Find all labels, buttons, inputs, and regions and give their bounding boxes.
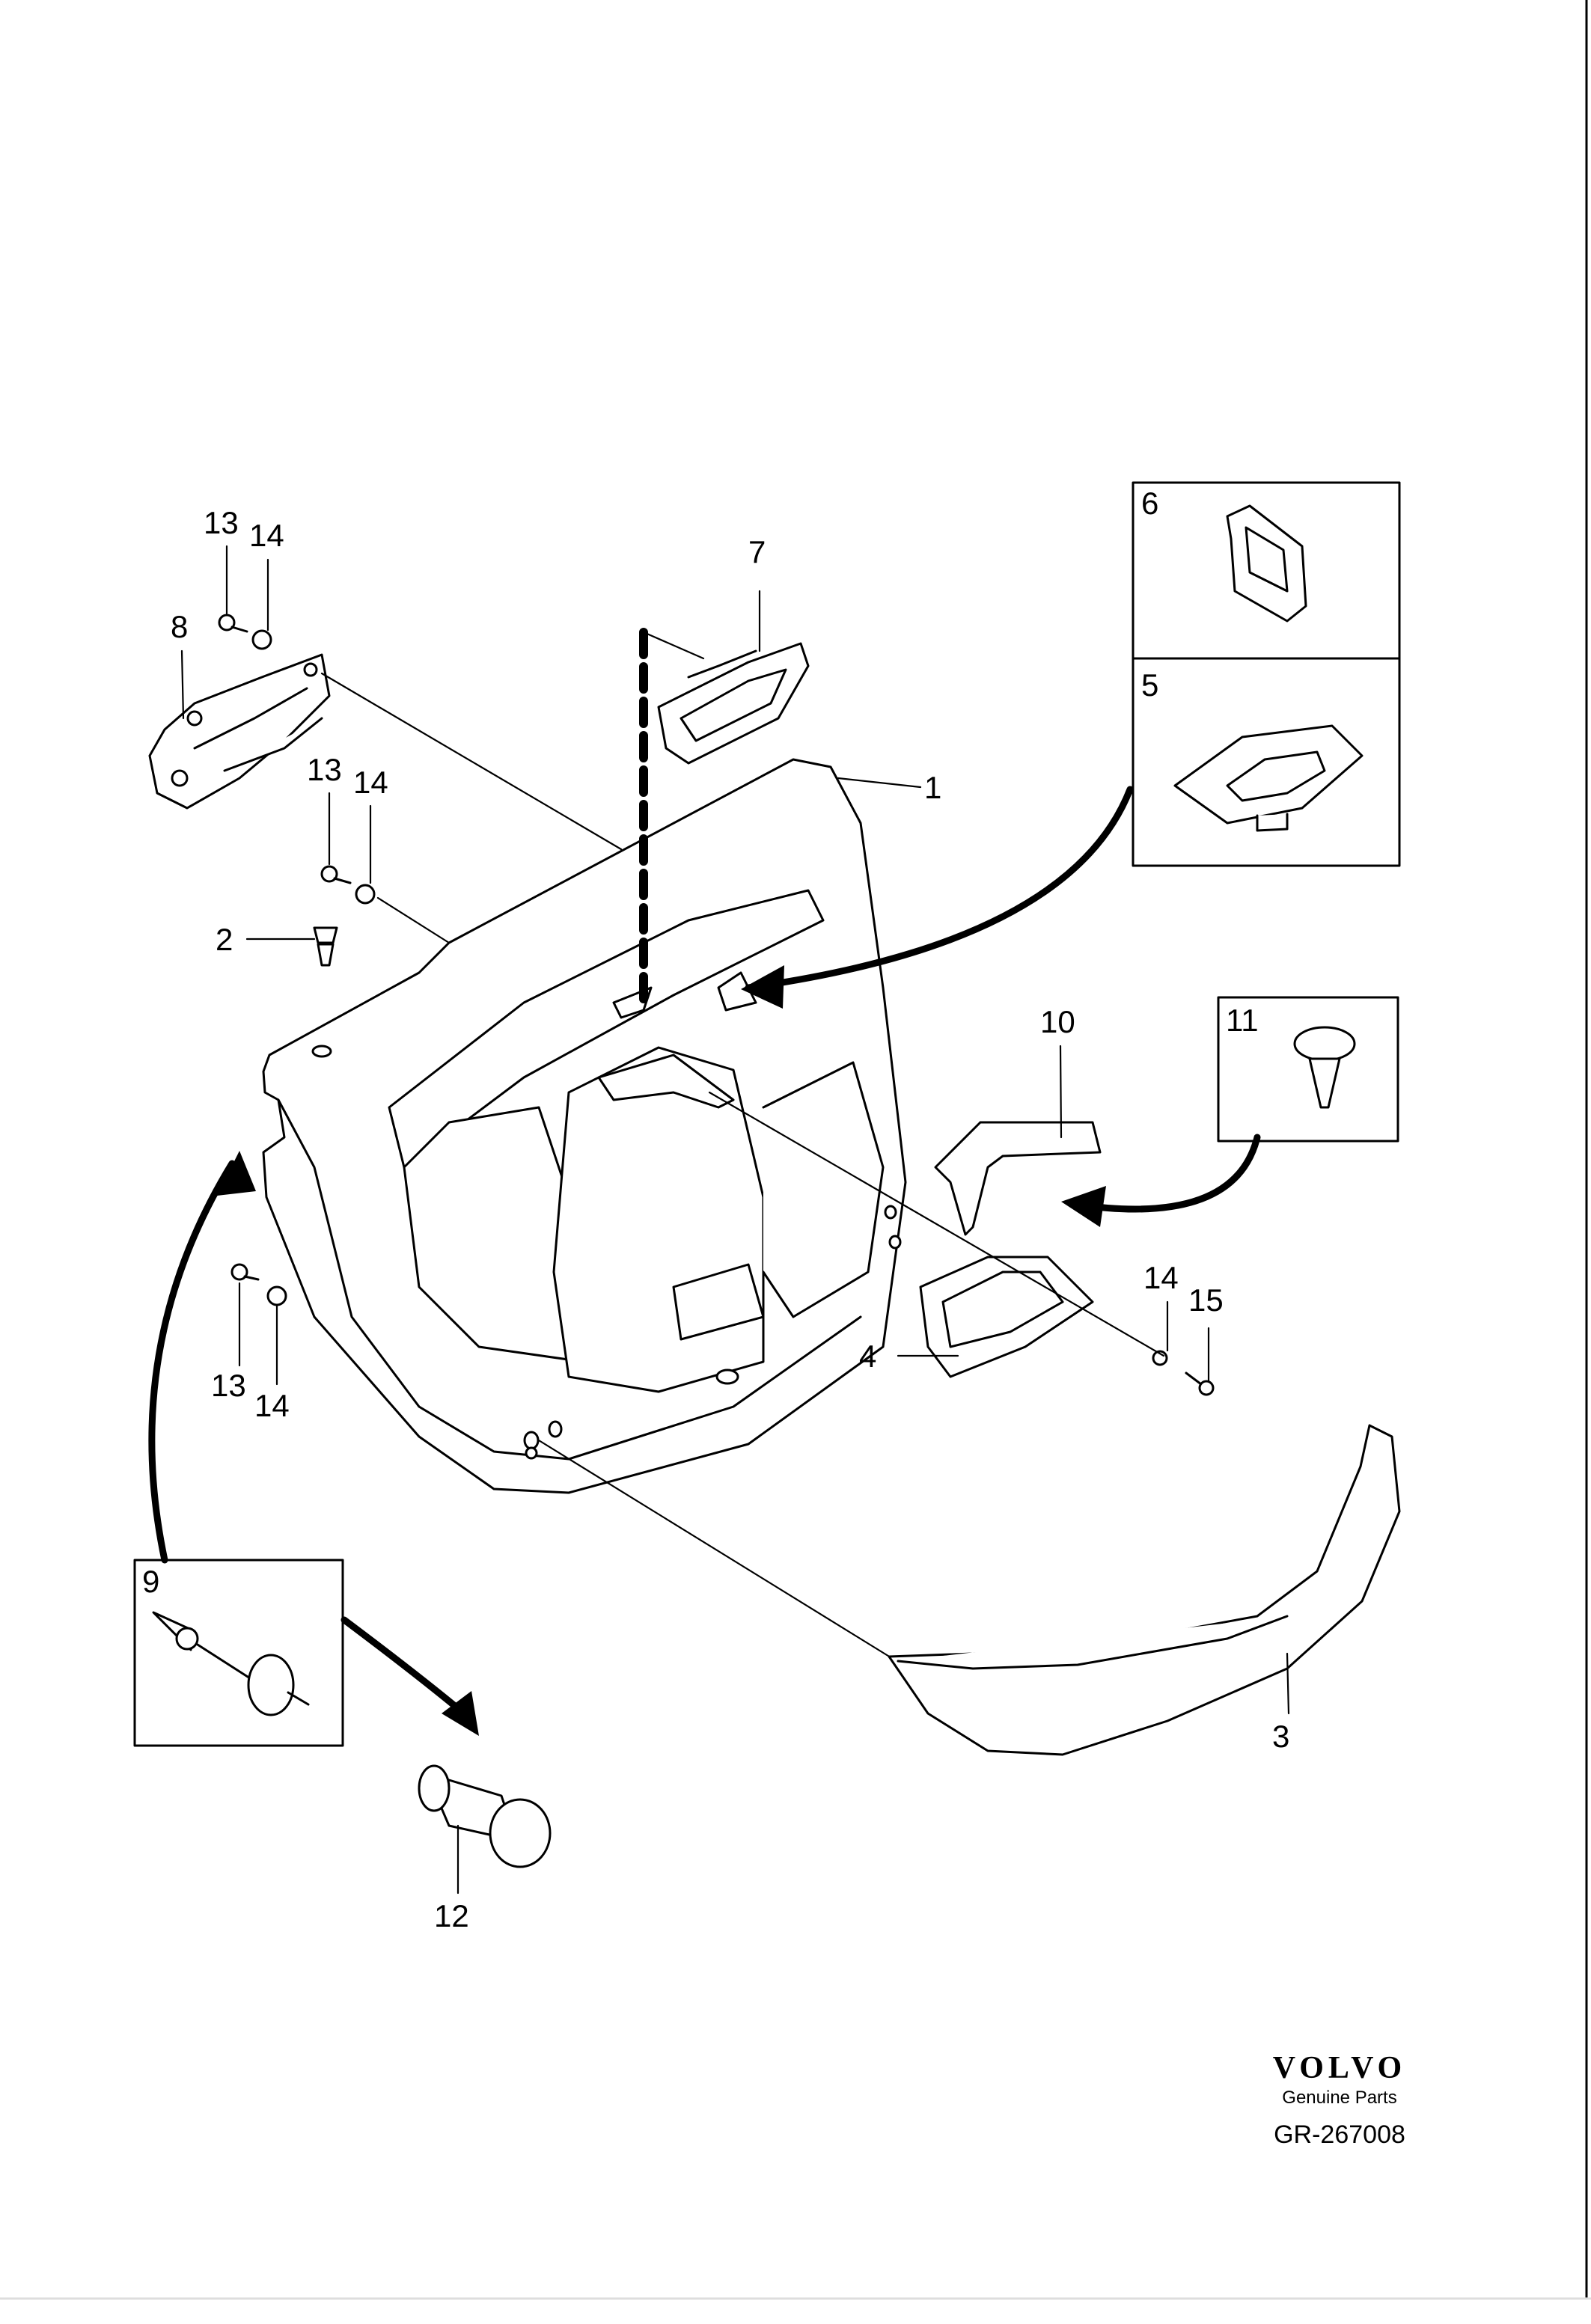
curved-arrows	[148, 786, 1261, 1717]
door-panel-part-1	[262, 758, 907, 1494]
label-8: 8	[171, 609, 188, 644]
screw-part-13-top	[218, 614, 248, 633]
label-13-mid: 13	[307, 752, 342, 787]
label-6: 6	[1141, 486, 1158, 521]
pull-handle-part-10	[934, 1121, 1102, 1236]
label-3: 3	[1272, 1719, 1289, 1754]
label-14-top: 14	[249, 518, 284, 553]
label-5: 5	[1141, 667, 1158, 703]
trim-strip-part-3	[888, 1424, 1401, 1756]
label-13-low: 13	[211, 1368, 246, 1403]
label-11: 11	[1226, 1003, 1259, 1038]
clip-part-11	[1293, 1026, 1356, 1109]
screw-part-13-mid	[320, 865, 352, 884]
clip-part-6	[1226, 504, 1307, 623]
clip-part-9	[152, 1611, 310, 1716]
brand-logo: VOLVO	[1272, 2051, 1407, 2085]
label-14-low: 14	[254, 1388, 290, 1423]
inner-handle-part-8	[148, 653, 331, 810]
washer-part-14-mid	[355, 884, 376, 905]
label-9: 9	[142, 1564, 159, 1599]
clip-part-2	[313, 926, 338, 967]
washer-part-14-top	[251, 629, 272, 650]
label-12: 12	[434, 1898, 469, 1933]
washer-part-14-low	[266, 1285, 287, 1306]
label-4: 4	[859, 1339, 876, 1374]
dashed-guide-top	[642, 631, 705, 660]
callout-labels: 1 2 3 4 5 6 7 8 9 10 11 12 13 14 13 14 1…	[142, 486, 1289, 1933]
label-2: 2	[216, 922, 233, 957]
inset-box-part-11	[1217, 996, 1399, 1143]
inset-box-part-5	[1132, 657, 1401, 867]
label-1: 1	[924, 770, 941, 805]
leader-lines	[180, 545, 1290, 1895]
inset-box-part-9	[133, 1559, 344, 1747]
footer: VOLVO Genuine Parts GR-267008	[1227, 2050, 1452, 2150]
label-15: 15	[1188, 1282, 1224, 1318]
arrow-heads	[217, 965, 1106, 1736]
bezel-part-5	[1173, 724, 1364, 832]
label-14-mid: 14	[353, 765, 388, 800]
brand-subtitle: Genuine Parts	[1282, 2088, 1397, 2108]
plug-part-12	[418, 1764, 552, 1868]
diagram-code: GR-267008	[1274, 2120, 1405, 2149]
label-13-top: 13	[204, 505, 239, 540]
label-10: 10	[1040, 1004, 1075, 1039]
label-7: 7	[748, 534, 766, 569]
screw-part-15	[1185, 1372, 1215, 1396]
label-14-right: 14	[1143, 1260, 1179, 1295]
screw-part-13-low	[230, 1263, 260, 1281]
switch-housing-part-4	[919, 1256, 1094, 1378]
handle-bezel-part-7	[657, 642, 810, 765]
